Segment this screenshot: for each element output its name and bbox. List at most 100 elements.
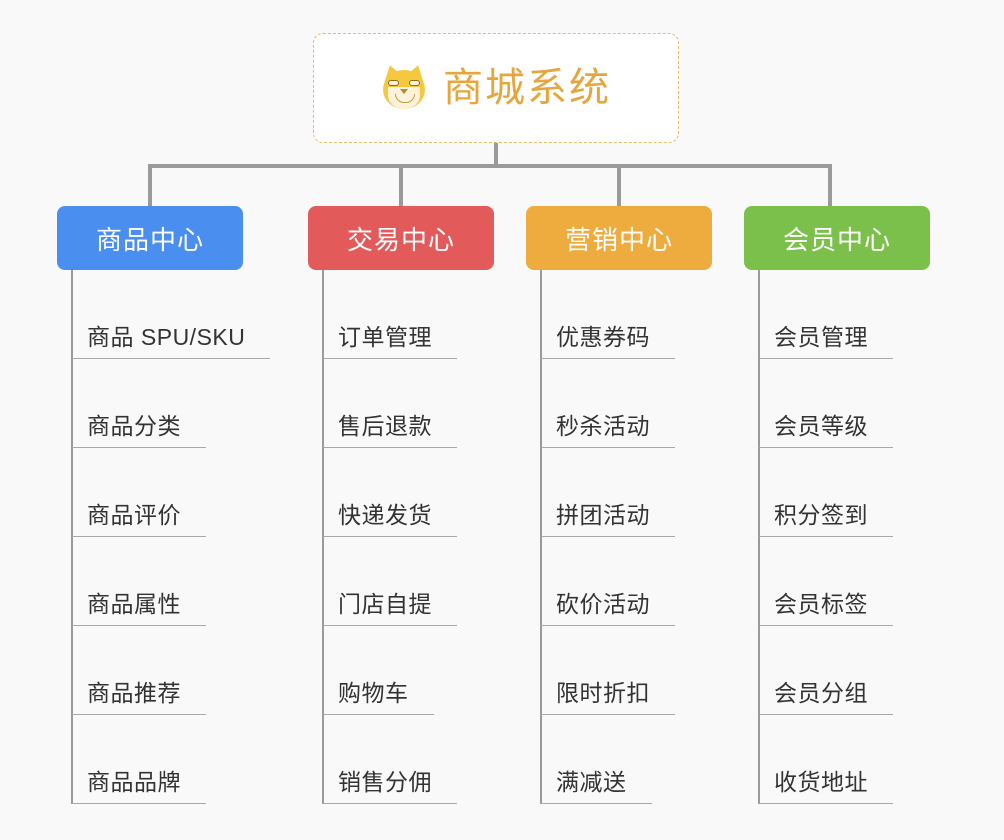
- leaf-label: 商品 SPU/SKU: [87, 324, 246, 350]
- list-item[interactable]: 会员标签: [744, 537, 930, 626]
- leaf-label: 快递发货: [338, 502, 432, 528]
- leaf-underline: [72, 535, 206, 537]
- leaf-underline: [323, 624, 457, 626]
- list-item[interactable]: 快递发货: [308, 448, 494, 537]
- list-item[interactable]: 会员分组: [744, 626, 930, 715]
- leaf-label: 商品推荐: [87, 680, 181, 706]
- leaf-label: 售后退款: [338, 413, 432, 439]
- branch-column-2: 交易中心 订单管理 售后退款 快递发货 门店自提 购物车: [308, 206, 494, 804]
- leaf-label: 会员等级: [774, 413, 868, 439]
- leaf-underline: [541, 535, 675, 537]
- list-item[interactable]: 秒杀活动: [526, 359, 712, 448]
- leaf-underline: [759, 802, 893, 804]
- leaf-underline: [323, 535, 457, 537]
- category-header-4-label: 会员中心: [782, 224, 891, 255]
- leaf-underline: [759, 446, 893, 448]
- list-item[interactable]: 销售分佣: [308, 715, 494, 804]
- leaf-underline: [72, 624, 206, 626]
- leaf-list-2: 订单管理 售后退款 快递发货 门店自提 购物车 销售分佣: [308, 270, 494, 804]
- leaf-label: 商品评价: [87, 502, 181, 528]
- category-header-3[interactable]: 营销中心: [526, 206, 712, 270]
- root-node[interactable]: 商城系统: [313, 33, 679, 143]
- leaf-underline: [323, 713, 434, 715]
- leaf-underline: [759, 624, 893, 626]
- connector-drop-2: [399, 164, 403, 207]
- leaf-label: 限时折扣: [556, 680, 650, 706]
- list-item[interactable]: 拼团活动: [526, 448, 712, 537]
- leaf-label: 会员标签: [774, 591, 868, 617]
- leaf-underline: [541, 713, 675, 715]
- list-item[interactable]: 门店自提: [308, 537, 494, 626]
- list-item[interactable]: 收货地址: [744, 715, 930, 804]
- leaf-label: 秒杀活动: [556, 413, 650, 439]
- branch-column-1: 商品中心 商品 SPU/SKU 商品分类 商品评价 商品属性 商品推荐: [57, 206, 271, 804]
- list-item[interactable]: 商品 SPU/SKU: [57, 270, 271, 359]
- list-item[interactable]: 优惠券码: [526, 270, 712, 359]
- leaf-label: 砍价活动: [556, 591, 650, 617]
- list-item[interactable]: 满减送: [526, 715, 712, 804]
- leaf-underline: [72, 357, 271, 359]
- leaf-underline: [759, 535, 893, 537]
- leaf-underline: [541, 357, 675, 359]
- list-item[interactable]: 购物车: [308, 626, 494, 715]
- leaf-underline: [541, 446, 675, 448]
- leaf-underline: [541, 624, 675, 626]
- leaf-underline: [72, 713, 206, 715]
- category-header-2[interactable]: 交易中心: [308, 206, 494, 270]
- leaf-label: 优惠券码: [556, 324, 650, 350]
- leaf-label: 购物车: [338, 680, 409, 706]
- leaf-label: 商品属性: [87, 591, 181, 617]
- list-item[interactable]: 砍价活动: [526, 537, 712, 626]
- trunk-line-3: [540, 270, 542, 804]
- connector-root-stem: [494, 143, 498, 167]
- category-header-4[interactable]: 会员中心: [744, 206, 930, 270]
- list-item[interactable]: 商品推荐: [57, 626, 243, 715]
- list-item[interactable]: 商品属性: [57, 537, 243, 626]
- list-item[interactable]: 积分签到: [744, 448, 930, 537]
- leaf-label: 商品分类: [87, 413, 181, 439]
- list-item[interactable]: 商品评价: [57, 448, 243, 537]
- list-item[interactable]: 限时折扣: [526, 626, 712, 715]
- list-item[interactable]: 商品品牌: [57, 715, 243, 804]
- leaf-underline: [759, 357, 893, 359]
- leaf-list-4: 会员管理 会员等级 积分签到 会员标签 会员分组 收货地址: [744, 270, 930, 804]
- connector-drop-4: [828, 164, 832, 207]
- leaf-label: 拼团活动: [556, 502, 650, 528]
- connector-drop-1: [148, 164, 152, 207]
- leaf-label: 收货地址: [774, 769, 868, 795]
- category-header-3-label: 营销中心: [564, 224, 673, 255]
- leaf-label: 商品品牌: [87, 769, 181, 795]
- branch-column-3: 营销中心 优惠券码 秒杀活动 拼团活动 砍价活动 限时折扣: [526, 206, 712, 804]
- connector-drop-3: [617, 164, 621, 207]
- list-item[interactable]: 会员等级: [744, 359, 930, 448]
- leaf-label: 会员管理: [774, 324, 868, 350]
- trunk-line-2: [322, 270, 324, 804]
- trunk-line-1: [71, 270, 73, 804]
- leaf-underline: [541, 802, 652, 804]
- leaf-underline: [323, 802, 457, 804]
- leaf-label: 门店自提: [338, 591, 432, 617]
- list-item[interactable]: 商品分类: [57, 359, 243, 448]
- leaf-label: 积分签到: [774, 502, 868, 528]
- leaf-underline: [323, 357, 457, 359]
- branch-column-4: 会员中心 会员管理 会员等级 积分签到 会员标签 会员分组: [744, 206, 930, 804]
- leaf-underline: [759, 713, 893, 715]
- connector-horizontal-bus: [150, 164, 830, 168]
- list-item[interactable]: 会员管理: [744, 270, 930, 359]
- leaf-list-3: 优惠券码 秒杀活动 拼团活动 砍价活动 限时折扣 满减送: [526, 270, 712, 804]
- leaf-list-1: 商品 SPU/SKU 商品分类 商品评价 商品属性 商品推荐 商品品牌: [57, 270, 271, 804]
- leaf-underline: [72, 802, 206, 804]
- list-item[interactable]: 订单管理: [308, 270, 494, 359]
- shiba-dog-icon: [380, 62, 428, 111]
- leaf-label: 订单管理: [338, 324, 432, 350]
- leaf-label: 会员分组: [774, 680, 868, 706]
- list-item[interactable]: 售后退款: [308, 359, 494, 448]
- leaf-underline: [323, 446, 457, 448]
- leaf-label: 销售分佣: [338, 769, 432, 795]
- category-header-1-label: 商品中心: [95, 224, 204, 255]
- leaf-label: 满减送: [556, 769, 627, 795]
- trunk-line-4: [758, 270, 760, 804]
- category-header-1[interactable]: 商品中心: [57, 206, 243, 270]
- leaf-underline: [72, 446, 206, 448]
